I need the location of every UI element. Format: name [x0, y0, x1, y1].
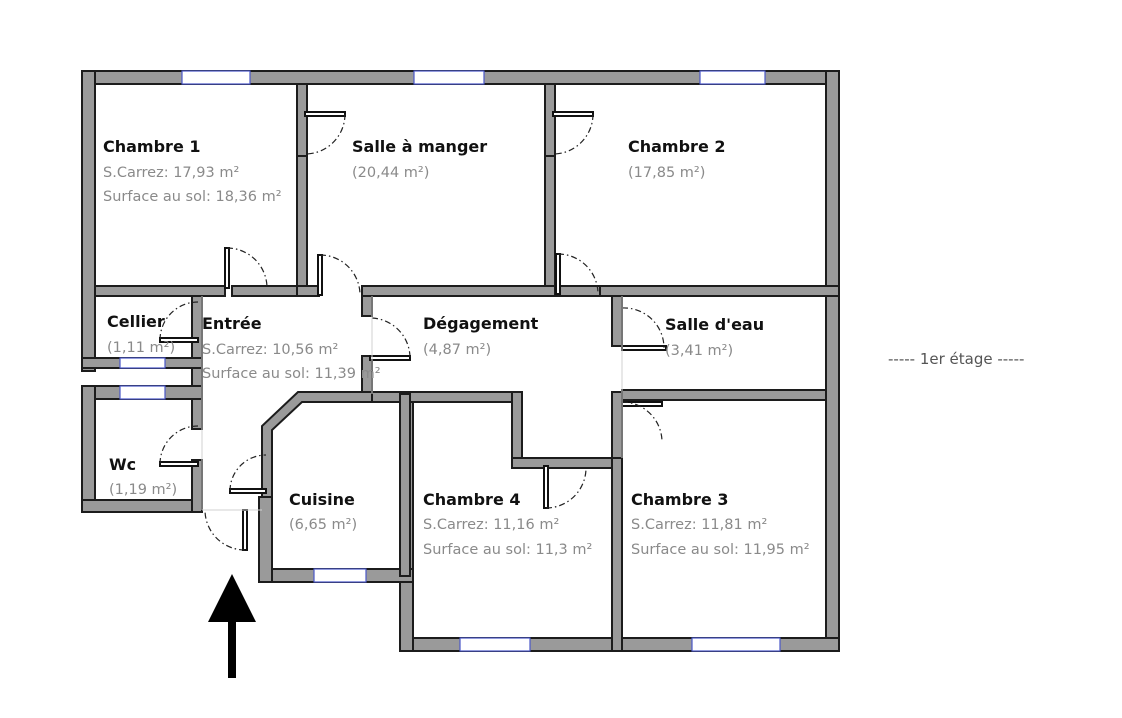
room-degagement-name: Dégagement: [423, 314, 539, 333]
room-salle-eau-name: Salle d'eau: [665, 315, 764, 334]
room-degagement-area: (4,87 m²): [423, 342, 491, 358]
room-cuisine-area: (6,65 m²): [289, 517, 357, 533]
room-labels: Chambre 1 S.Carrez: 17,93 m² Surface au …: [103, 137, 1024, 558]
room-chambre1-sol: Surface au sol: 18,36 m²: [103, 189, 282, 205]
floor-level-label: ----- 1er étage -----: [888, 350, 1024, 368]
room-cuisine-name: Cuisine: [289, 490, 355, 509]
room-chambre2-name: Chambre 2: [628, 137, 726, 156]
room-wc-area: (1,19 m²): [109, 482, 177, 498]
room-cellier-name: Cellier: [107, 312, 165, 331]
room-chambre1-carrez: S.Carrez: 17,93 m²: [103, 165, 239, 181]
room-wc-name: Wc: [109, 455, 136, 474]
room-salle-manger-area: (20,44 m²): [352, 165, 429, 181]
room-chambre3-name: Chambre 3: [631, 490, 729, 509]
entrance-arrow-icon: [208, 574, 256, 678]
room-chambre4-sol: Surface au sol: 11,3 m²: [423, 542, 592, 558]
room-chambre1-name: Chambre 1: [103, 137, 201, 156]
room-chambre4-carrez: S.Carrez: 11,16 m²: [423, 517, 559, 533]
room-entree-sol: Surface au sol: 11,39 m²: [202, 366, 381, 382]
room-entree-carrez: S.Carrez: 10,56 m²: [202, 342, 338, 358]
room-chambre4-name: Chambre 4: [423, 490, 521, 509]
room-salle-eau-area: (3,41 m²): [665, 343, 733, 359]
interior-walls: [94, 83, 840, 652]
windows: [119, 70, 781, 652]
room-entree-name: Entrée: [202, 314, 262, 333]
room-cellier-area: (1,11 m²): [107, 340, 175, 356]
room-chambre3-carrez: S.Carrez: 11,81 m²: [631, 517, 767, 533]
guide-lines: [201, 296, 623, 511]
room-chambre3-sol: Surface au sol: 11,95 m²: [631, 542, 810, 558]
outer-walls: [81, 70, 840, 652]
room-salle-manger-name: Salle à manger: [352, 137, 487, 156]
doors: [159, 111, 667, 551]
room-chambre2-area: (17,85 m²): [628, 165, 705, 181]
